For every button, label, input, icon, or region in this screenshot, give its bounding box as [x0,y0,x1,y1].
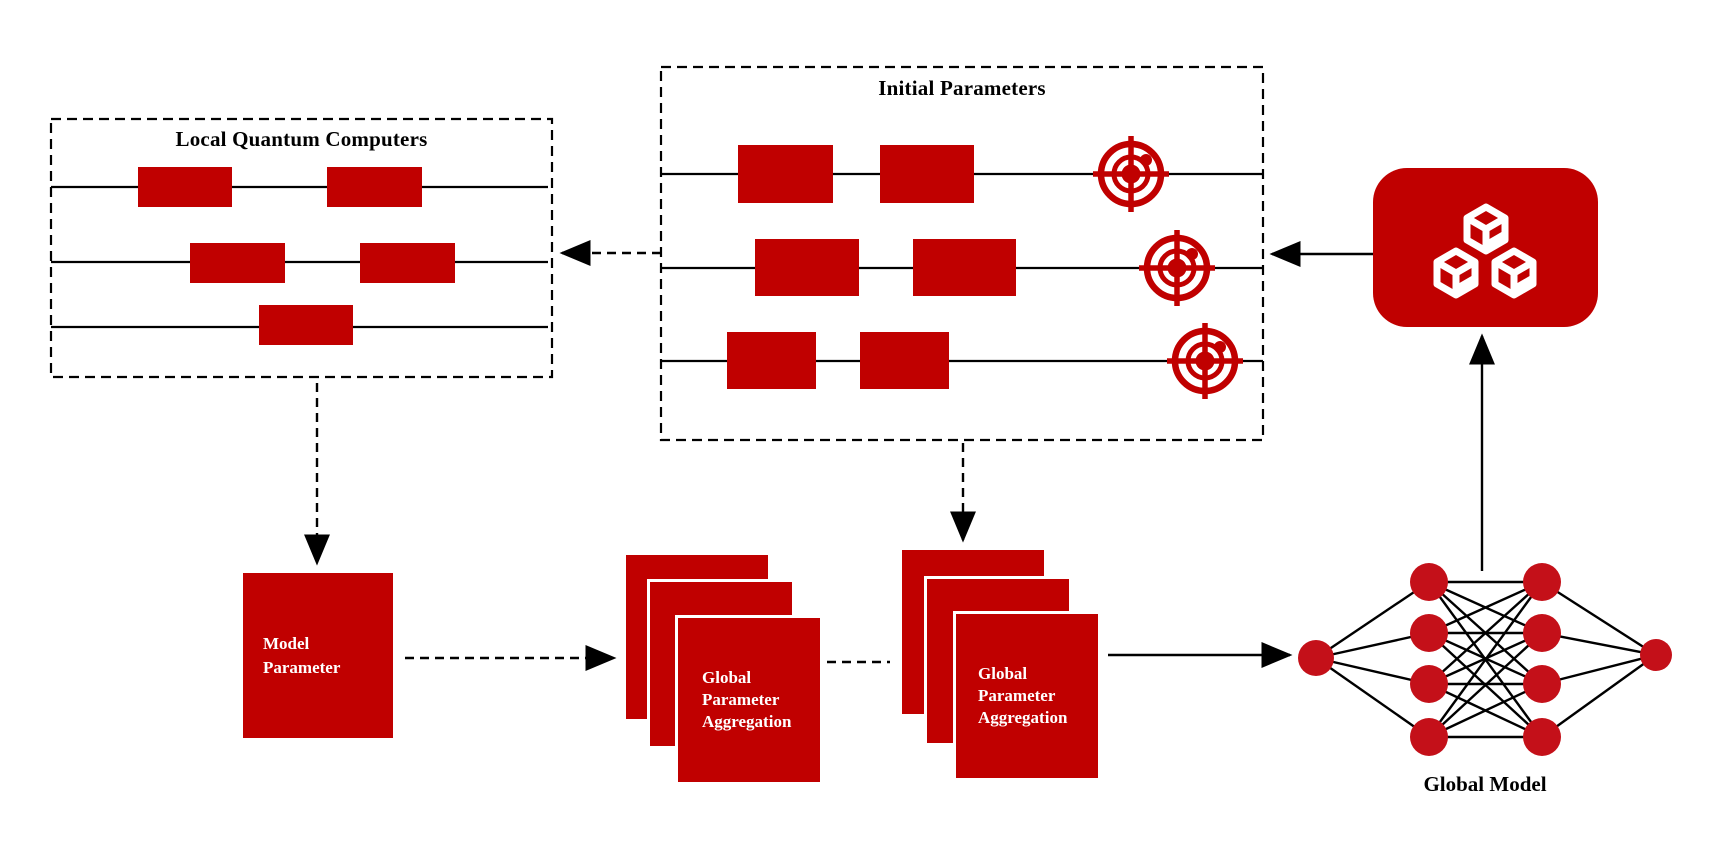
aggregation-label-line: Aggregation [978,708,1068,727]
quantum-gate [190,243,285,283]
stack-card-front: Global Parameter Aggregation [675,615,823,785]
nn-hidden-node [1410,563,1448,601]
nn-hidden-node [1523,718,1561,756]
nn-output-node [1640,639,1672,671]
measurement-target-icon [1093,136,1169,212]
measurement-target-icon [1139,230,1215,306]
neural-network [1315,580,1657,739]
global-model-label: Global Model [1423,772,1547,796]
local-quantum-computers-title: Local Quantum Computers [175,127,428,151]
model-parameter-label-line: Model [263,633,310,653]
nn-hidden-node [1410,614,1448,652]
model-parameter-box: Model Parameter [243,573,393,738]
nn-hidden-node [1410,718,1448,756]
cube-bottom-right [1491,247,1536,298]
blocks-cubes-icon [1433,203,1536,298]
aggregation-label-line: Global [702,668,752,687]
measurement-target-icon [1167,323,1243,399]
cubes-box [1373,168,1598,327]
aggregation-label-line: Aggregation [702,712,792,731]
quantum-gate [860,332,949,389]
aggregation-label-line: Parameter [702,690,780,709]
quantum-gate [738,145,833,203]
aggregation-label-line: Parameter [978,686,1056,705]
local-quantum-computers-box [49,117,554,379]
model-parameter-label-line: Parameter [263,657,341,677]
quantum-gate [327,167,422,207]
quantum-gate [755,239,859,296]
cube-bottom-left [1433,247,1478,298]
quantum-gate [360,243,455,283]
neural-network-nodes [1298,563,1672,756]
aggregation-label-line: Global [978,664,1028,683]
cube-top [1463,203,1508,254]
quantum-gate [138,167,232,207]
nn-hidden-node [1523,563,1561,601]
nn-input-node [1298,640,1334,676]
quantum-gate [913,239,1016,296]
quantum-gate [880,145,974,203]
quantum-gate [727,332,816,389]
quantum-gate [259,305,353,345]
initial-parameters-title: Initial Parameters [878,76,1046,100]
nn-hidden-node [1523,614,1561,652]
stack-card-front: Global Parameter Aggregation [953,611,1101,781]
nn-hidden-node [1410,665,1448,703]
nn-hidden-node [1523,665,1561,703]
